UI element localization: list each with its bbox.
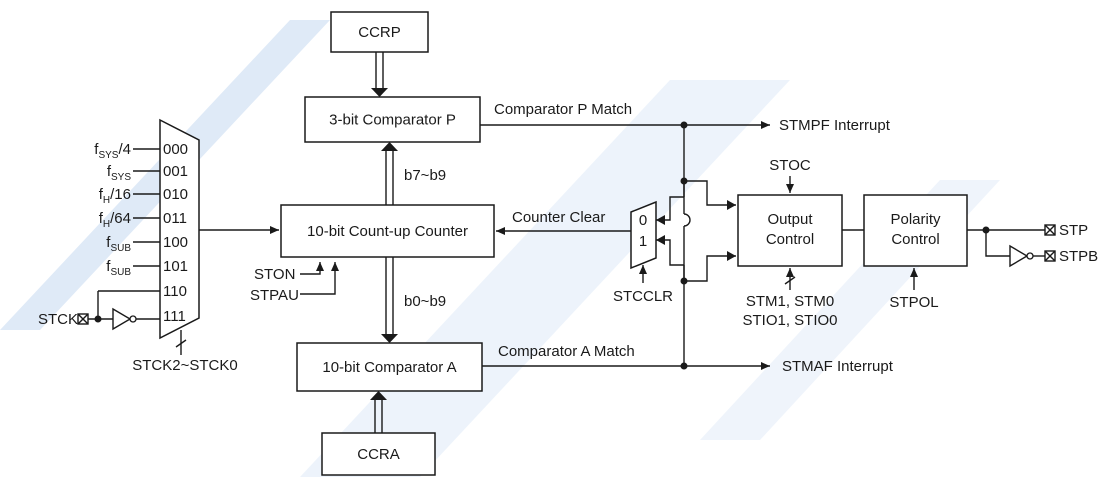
ccra-label: CCRA <box>357 446 400 463</box>
mux-code-101: 101 <box>163 258 188 275</box>
polarity-control-label-1: Polarity <box>890 211 941 228</box>
clear-mux-input-1: 1 <box>639 233 647 250</box>
p-to-output-wire <box>684 180 736 206</box>
clock-source-label: fH/16 <box>99 186 131 206</box>
clock-source-label: fSYS <box>107 163 132 183</box>
clock-source-label: fSYS/4 <box>94 141 131 161</box>
stpb-branch-wire <box>985 230 1010 257</box>
stp-label: STP <box>1059 222 1088 239</box>
background-watermark <box>0 20 1000 477</box>
comparator-a-match-label: Comparator A Match <box>498 343 635 360</box>
polarity-control-label-2: Control <box>891 231 939 248</box>
ccra-to-comparator-a-bus <box>370 391 387 433</box>
counter-clear-label: Counter Clear <box>512 209 605 226</box>
wire-crossover-hop <box>683 213 691 227</box>
b0-b9-label: b0~b9 <box>404 293 446 310</box>
mux-code-000: 000 <box>163 141 188 158</box>
ston-label: STON <box>254 266 295 283</box>
stio-bits-label: STIO1, STIO0 <box>742 312 837 329</box>
stpol-label: STPOL <box>889 294 938 311</box>
mux-select-bus-slash <box>175 339 187 348</box>
stm-bus-slash <box>784 276 796 285</box>
counter-label: 10-bit Count-up Counter <box>307 223 468 240</box>
b7-b9-label: b7~b9 <box>404 167 446 184</box>
stm-bits-label: STM1, STM0 <box>746 293 834 310</box>
ccrp-label: CCRP <box>358 24 401 41</box>
stpb-pin-icon <box>1044 250 1056 262</box>
stck-select-label: STCK2~STCK0 <box>132 357 237 374</box>
mux-code-011: 011 <box>163 210 187 227</box>
mux-code-110: 110 <box>163 283 187 300</box>
mux-code-001: 001 <box>163 163 188 180</box>
mux-code-010: 010 <box>163 186 188 203</box>
ccrp-box <box>330 11 429 53</box>
mux-code-100: 100 <box>163 234 188 251</box>
stpb-inverter-icon <box>1009 244 1034 268</box>
ccrp-to-comparator-p-bus <box>371 52 388 97</box>
stmpf-interrupt-label: STMPF Interrupt <box>779 117 891 134</box>
stpb-label: STPB <box>1059 248 1098 265</box>
comparator-p-match-label: Comparator P Match <box>494 101 632 118</box>
comparator-a-box <box>296 342 483 392</box>
stpau-wire <box>300 262 339 295</box>
mux-input-rows: 000 fSYS/4 001 fSYS 010 fH/16 011 fH/64 100 fSUB 1… <box>94 141 188 325</box>
a-to-clear-mux-wire <box>656 239 684 266</box>
mux-code-111: 111 <box>163 308 186 325</box>
stp-pin-icon <box>1044 224 1056 236</box>
counter-box <box>280 204 495 258</box>
stpau-label: STPAU <box>250 287 299 304</box>
clock-source-label: fSUB <box>106 234 131 254</box>
comparator-a-label: 10-bit Comparator A <box>322 359 456 376</box>
output-control-label-1: Output <box>767 211 813 228</box>
a-to-output-wire <box>684 255 736 282</box>
clear-mux-input-0: 0 <box>639 212 647 229</box>
counter-to-comparator-p-bus <box>381 142 398 205</box>
output-control-label-2: Control <box>766 231 814 248</box>
ston-wire <box>300 262 324 275</box>
stmaf-interrupt-label: STMAF Interrupt <box>782 358 894 375</box>
stck-inverter-icon <box>112 307 137 331</box>
output-control-box <box>737 194 843 267</box>
stck-pin-label: STCK <box>38 311 78 328</box>
clock-source-label: fSUB <box>106 258 131 278</box>
counter-clear-mux <box>630 200 657 270</box>
stoc-label: STOC <box>769 157 811 174</box>
comparator-p-box <box>304 96 481 143</box>
counter-to-comparator-a-bus <box>381 257 398 343</box>
clock-source-label: fH/64 <box>99 210 131 230</box>
comparator-p-label: 3-bit Comparator P <box>329 112 456 129</box>
stcclr-label: STCCLR <box>613 288 673 305</box>
stck-pin-icon <box>77 313 89 325</box>
ccra-box <box>321 432 436 476</box>
